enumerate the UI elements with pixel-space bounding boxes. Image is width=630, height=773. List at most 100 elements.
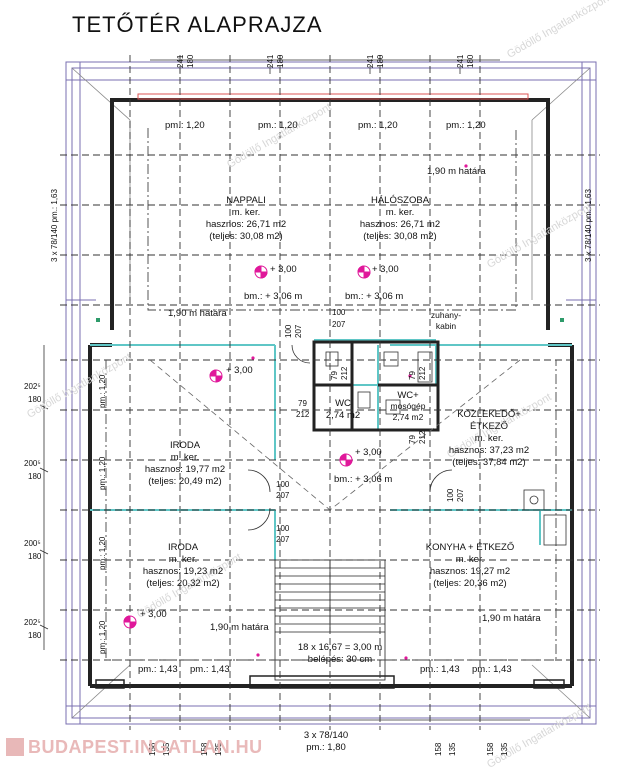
- door-dim: 79: [330, 371, 339, 380]
- pink-dots: [251, 164, 468, 660]
- door-dim: 207: [276, 491, 290, 500]
- site-logo: BUDAPEST.INGATLAN.HU: [6, 736, 263, 758]
- room-name-haloszoba: HÁLÓSZOBA: [370, 195, 430, 206]
- room-name-kozlekedo-2: ÉTKEZŐ: [469, 421, 509, 432]
- room-area: hasznos: 26,71 m2: [205, 219, 287, 230]
- bottom-band-left: [95, 679, 125, 689]
- logo-text: BUDAPEST.INGATLAN.HU: [28, 736, 263, 757]
- bottom-band-right: [533, 679, 565, 689]
- top-dim-line: [150, 59, 530, 721]
- room-total: (teljes: 30,08 m2): [363, 231, 437, 242]
- room-total: (teljes: 20,49 m2): [148, 476, 222, 487]
- room-name-nappali: NAPPALI: [226, 195, 266, 206]
- level-marker-nappali: [254, 265, 268, 279]
- dashed-grid: [60, 55, 600, 730]
- headroom-boundary: [105, 128, 557, 661]
- top-dim: 180: [376, 54, 385, 68]
- room-area: hasznos: 26,71 m2: [359, 219, 441, 230]
- top-ticks: [179, 66, 461, 74]
- headroom-label: 1,90 m határa: [427, 166, 486, 177]
- top-dim: 180: [276, 54, 285, 68]
- bottom-window-label: pm.: 1,80: [306, 742, 346, 753]
- room-area: hasznos: 37,23 m2: [448, 445, 530, 456]
- kitchen-counter: [543, 514, 567, 546]
- pm-label: pm.: 1,20: [358, 120, 398, 131]
- level-label: + 3,00: [372, 264, 399, 275]
- door-dim: 207: [294, 324, 303, 338]
- level-label: + 3,00: [226, 365, 253, 376]
- room-area: 2,74 m2: [392, 412, 424, 422]
- top-dim: 241: [266, 54, 275, 68]
- pm-label: pm.: 1,43: [138, 664, 178, 675]
- logo-icon: [6, 738, 24, 756]
- pm-label: pm.: 1,20: [98, 374, 107, 408]
- room-total: (teljes: 37,84 m2): [452, 457, 526, 468]
- pm-label: pm.: 1,20: [98, 620, 107, 654]
- room-name-konyha: KONYHA + ÉTKEZŐ: [425, 542, 515, 553]
- room-name-iroda: IRODA: [167, 542, 199, 553]
- pm-label: pm.: 1,20: [98, 536, 107, 570]
- room-name-iroda: IRODA: [169, 440, 201, 451]
- bottom-window: [249, 675, 395, 689]
- bottom-dim: 158: [486, 742, 495, 756]
- bath-fixtures: [325, 351, 545, 511]
- pm-label: pm.: 1,20: [446, 120, 486, 131]
- left-dim: 200⁵: [24, 539, 41, 548]
- left-dim: 200⁵: [24, 459, 41, 468]
- room-total: (teljes: 30,08 m2): [209, 231, 283, 242]
- door-dim: 100: [276, 524, 290, 533]
- door-dim: 100: [332, 308, 346, 317]
- room-total: (teljes: 20,36 m2): [433, 578, 507, 589]
- shower-label: zuhany-: [430, 310, 462, 320]
- headroom-label: 1,90 m határa: [210, 622, 269, 633]
- door-dim: 79: [408, 371, 417, 380]
- top-dim: 241: [176, 54, 185, 68]
- door-dim: 100: [276, 480, 290, 489]
- door-dim: 212: [296, 410, 310, 419]
- room-info: m. ker.: [455, 554, 485, 565]
- room-name-kozlekedo: KÖZLEKEDŐ+: [457, 409, 521, 420]
- door-dim: 207: [276, 535, 290, 544]
- ceiling-lines: [149, 359, 521, 511]
- pm-label: pm.: 1,20: [98, 456, 107, 490]
- plan-title: TETŐTÉR ALAPRAJZA: [72, 12, 323, 37]
- stairs-label: 18 x 16,67 = 3,00 m: [297, 642, 383, 653]
- green-markers: [96, 318, 564, 322]
- door-dim: 100: [446, 488, 455, 502]
- stairs-label: belépés: 30 cm: [307, 654, 373, 665]
- door-dim: 207: [456, 488, 465, 502]
- bath-walls: [312, 340, 440, 432]
- top-band: [137, 93, 529, 100]
- level-marker-center: [339, 453, 353, 467]
- door-dim: 212: [418, 430, 427, 444]
- door-dim: 212: [340, 366, 349, 380]
- left-dim: 202⁵: [24, 382, 41, 391]
- bottom-dim: 158: [434, 742, 443, 756]
- bm-label: bm.: + 3,06 m: [244, 291, 303, 302]
- room-info: m. ker.: [170, 452, 200, 463]
- right-side-label: 3 x 78/140 pm.: 1,63: [584, 189, 593, 262]
- room-info: m. ker.: [385, 207, 415, 218]
- room-info: m. ker.: [168, 554, 198, 565]
- door-dim: 79: [408, 435, 417, 444]
- level-label: + 3,00: [140, 609, 167, 620]
- door-swings: [247, 344, 453, 531]
- bottom-dim: 135: [500, 742, 509, 756]
- level-marker-haloszoba: [357, 265, 371, 279]
- level-marker-iroda2: [123, 615, 137, 629]
- bm-label: bm.: + 3,06 m: [334, 474, 393, 485]
- room-info: mosógép: [390, 401, 426, 411]
- room-name-wc: WC: [335, 398, 351, 409]
- left-side-label: 3 x 78/140 pm.: 1,63: [50, 189, 59, 262]
- left-dim: 180: [28, 395, 42, 404]
- door-dim: 207: [332, 320, 346, 329]
- room-name-wc2: WC+: [397, 390, 419, 401]
- pm-label: pm.: 1,20: [258, 120, 298, 131]
- left-dim-line: [39, 345, 49, 650]
- shower-label: kabin: [435, 321, 457, 331]
- bm-label: bm.: + 3,06 m: [345, 291, 404, 302]
- left-dim: 202⁵: [24, 618, 41, 627]
- top-dim: 241: [456, 54, 465, 68]
